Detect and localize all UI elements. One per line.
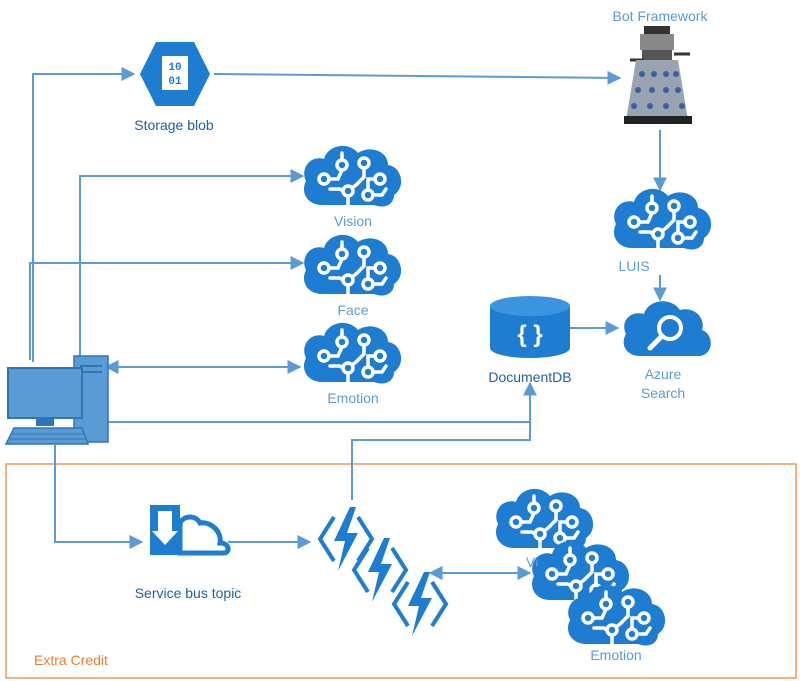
- documentdb-label: DocumentDB: [488, 369, 572, 385]
- vision-extra-partial-label: Vi: [525, 554, 539, 570]
- function-icon-2: [352, 536, 408, 604]
- service-bus-topic-label: Service bus topic: [134, 585, 242, 601]
- extra-credit-frame: [5, 463, 797, 679]
- computer-icon: [4, 355, 109, 445]
- bot-framework-label: Bot Framework: [612, 8, 708, 24]
- extra-credit-label: Extra Credit: [34, 652, 108, 668]
- emotion-icon: [302, 321, 403, 386]
- azure-search-label-line2: Search: [640, 385, 686, 401]
- svg-text:01: 01: [168, 76, 182, 88]
- azure-search-label-line1: Azure: [644, 366, 682, 382]
- luis-label: LUIS: [618, 258, 650, 274]
- documentdb-icon: { }: [490, 296, 570, 358]
- bot-framework-icon: [624, 26, 692, 124]
- vision-label: Vision: [334, 213, 372, 229]
- vision-icon: [302, 144, 403, 209]
- emotion-label: Emotion: [327, 390, 379, 406]
- svg-text:{ }: { }: [517, 321, 542, 348]
- storage-blob-label: Storage blob: [134, 117, 214, 133]
- service-bus-topic-icon: [150, 505, 231, 556]
- svg-text:10: 10: [168, 62, 181, 74]
- connectors: [29, 67, 667, 580]
- azure-search-icon: [623, 301, 711, 356]
- storage-blob-icon: 10 01: [140, 42, 210, 106]
- luis-icon: [612, 187, 713, 252]
- function-icon-3: [392, 570, 448, 638]
- function-icon-1: [318, 505, 374, 573]
- vision-extra-icon: [494, 487, 595, 552]
- face-label: Face: [337, 302, 369, 318]
- emotion-extra-label: Emotion: [590, 647, 642, 663]
- face-icon: [302, 233, 403, 298]
